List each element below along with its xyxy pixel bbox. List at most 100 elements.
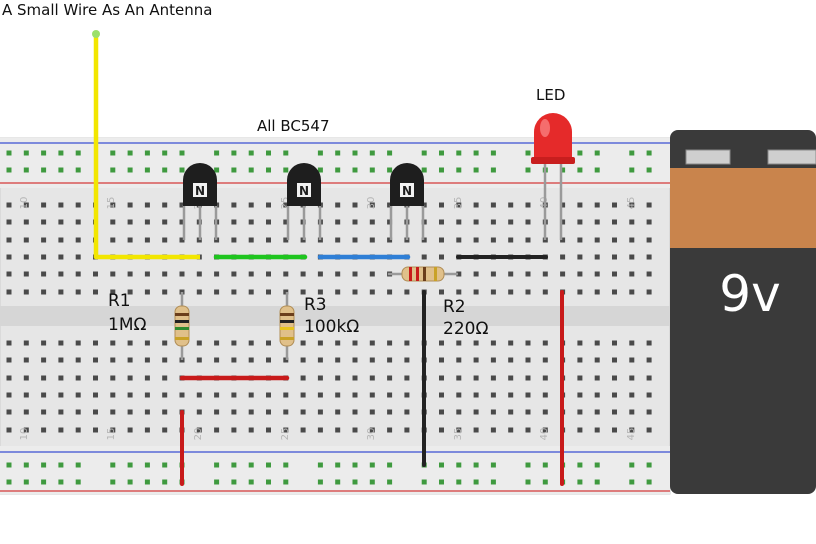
rail-hole (283, 150, 289, 156)
breadboard-hole (352, 392, 358, 398)
breadboard-hole (6, 340, 12, 346)
breadboard-hole (646, 202, 652, 208)
rail-hole (214, 479, 220, 485)
rail-hole (542, 479, 548, 485)
breadboard-hole (162, 202, 168, 208)
breadboard-hole (214, 340, 220, 346)
breadboard-hole (248, 202, 254, 208)
breadboard-hole (594, 392, 600, 398)
breadboard-hole (41, 219, 47, 225)
breadboard-hole (646, 219, 652, 225)
breadboard-hole (490, 375, 496, 381)
breadboard-hole (110, 289, 116, 295)
breadboard-hole (646, 289, 652, 295)
breadboard-hole (144, 202, 150, 208)
breadboard-hole (162, 357, 168, 363)
breadboard-hole (525, 427, 531, 433)
breadboard-hole (58, 357, 64, 363)
rail-hole (6, 479, 12, 485)
breadboard-hole (317, 409, 323, 415)
breadboard-hole (231, 357, 237, 363)
breadboard-hole (75, 392, 81, 398)
breadboard-hole (23, 427, 29, 433)
breadboard-hole (490, 271, 496, 277)
breadboard-hole (144, 375, 150, 381)
breadboard-hole (144, 409, 150, 415)
breadboard-hole (300, 289, 306, 295)
breadboard-hole (6, 409, 12, 415)
breadboard-hole (127, 427, 133, 433)
column-number: 10 (19, 197, 30, 210)
rail-hole (594, 462, 600, 468)
breadboard-hole (214, 427, 220, 433)
breadboard-hole (646, 427, 652, 433)
breadboard-hole (127, 375, 133, 381)
rail-hole (41, 479, 47, 485)
rail-hole (127, 150, 133, 156)
breadboard-hole (41, 409, 47, 415)
breadboard-hole (473, 409, 479, 415)
breadboard-hole (266, 340, 271, 346)
rail-hole (646, 150, 652, 156)
breadboard-hole (525, 289, 531, 295)
breadboard-hole (58, 219, 64, 225)
rail-hole (335, 462, 341, 468)
breadboard-hole (283, 409, 289, 415)
breadboard-hole (456, 202, 462, 208)
column-number: 30 (366, 428, 377, 441)
breadboard-hole (612, 340, 617, 346)
rail-hole (387, 479, 393, 485)
breadboard-hole (473, 271, 479, 277)
breadboard-hole (266, 357, 271, 363)
breadboard-hole (508, 427, 514, 433)
rail-hole (594, 150, 600, 156)
breadboard-hole (594, 202, 600, 208)
breadboard-hole (335, 202, 341, 208)
rail-hole (162, 150, 168, 156)
rail-hole (144, 150, 150, 156)
breadboard-hole (58, 427, 64, 433)
breadboard-hole (369, 357, 375, 363)
transistor-2 (286, 163, 322, 240)
rail-hole (41, 462, 47, 468)
rail-hole (387, 167, 393, 173)
column-number: 20 (193, 428, 204, 441)
rail-hole (473, 462, 479, 468)
rail-hole (127, 167, 133, 173)
breadboard-hole (387, 375, 393, 381)
rail-hole (525, 167, 531, 173)
breadboard-hole (404, 427, 410, 433)
breadboard-hole (352, 375, 358, 381)
breadboard-hole (629, 202, 635, 208)
breadboard-hole (144, 237, 150, 243)
rail-hole (335, 479, 341, 485)
breadboard-hole (612, 219, 617, 225)
breadboard-hole (612, 271, 617, 277)
rail-hole (473, 167, 479, 173)
breadboard-hole (127, 219, 133, 225)
breadboard-hole (248, 392, 254, 398)
breadboard-hole (300, 392, 306, 398)
breadboard-hole (629, 254, 635, 260)
breadboard-hole (248, 219, 254, 225)
breadboard-hole (456, 289, 462, 295)
r3-ref: R3 (304, 295, 327, 315)
breadboard-hole (646, 392, 652, 398)
breadboard-hole (369, 392, 375, 398)
breadboard-hole (6, 392, 12, 398)
breadboard-hole (317, 271, 323, 277)
breadboard-hole (577, 202, 583, 208)
rail-hole (473, 150, 479, 156)
breadboard-hole (58, 254, 64, 260)
breadboard-hole (646, 271, 652, 277)
breadboard-hole (335, 237, 341, 243)
rail-hole (110, 150, 116, 156)
breadboard-hole (404, 392, 410, 398)
transistor-3-mark: N (402, 184, 412, 198)
breadboard-hole (300, 427, 306, 433)
breadboard-hole (248, 271, 254, 277)
breadboard-hole (58, 202, 64, 208)
rail-hole (439, 479, 444, 485)
breadboard-hole (179, 392, 185, 398)
breadboard-hole (456, 237, 462, 243)
